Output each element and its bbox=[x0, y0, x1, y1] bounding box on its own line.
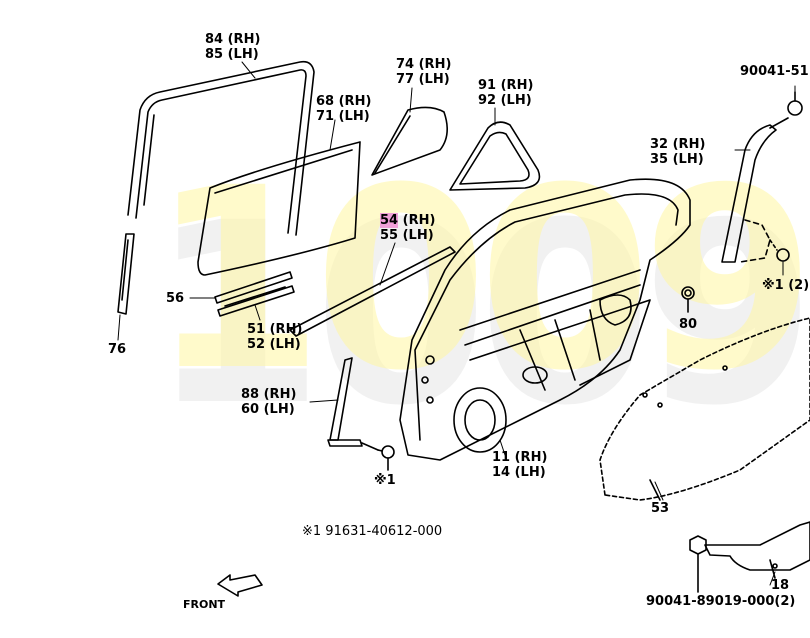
label-52: 52 (LH) bbox=[247, 337, 301, 352]
watermark: 1009 bbox=[150, 134, 810, 425]
belt-moulding bbox=[214, 271, 295, 317]
label-32: 32 (RH) bbox=[650, 137, 706, 152]
frame-moulding bbox=[721, 117, 789, 263]
footnote-1: ※1 91631-40612-000 bbox=[302, 524, 443, 539]
service-hole-cover bbox=[599, 317, 810, 501]
front-arrow-icon bbox=[217, 574, 263, 597]
label-91: 91 (RH) bbox=[478, 78, 534, 93]
label-54-number: 54 bbox=[380, 213, 399, 228]
leader-lines bbox=[117, 61, 796, 586]
label-11: 11 (RH) bbox=[492, 450, 548, 465]
label-51: 51 (RH) bbox=[247, 322, 303, 337]
label-53: 53 bbox=[651, 501, 670, 516]
label-14: 14 (LH) bbox=[492, 465, 546, 480]
label-77: 77 (LH) bbox=[396, 72, 450, 87]
watermark-shadow: 1009 bbox=[150, 169, 810, 460]
quarter-glass bbox=[371, 106, 448, 176]
label-18: 18 bbox=[771, 578, 790, 593]
label-80: 80 bbox=[679, 317, 698, 332]
rear-door-panel bbox=[399, 178, 691, 461]
label-54: 54 (RH) bbox=[380, 213, 435, 228]
label-35: 35 (LH) bbox=[650, 152, 704, 167]
label-56: 56 bbox=[166, 291, 185, 306]
label-90041-51: 90041-51 bbox=[740, 64, 809, 79]
label-88: 88 (RH) bbox=[241, 387, 297, 402]
label-60: 60 (LH) bbox=[241, 402, 295, 417]
screw-side bbox=[769, 239, 790, 262]
label-84: 84 (RH) bbox=[205, 32, 261, 47]
division-bar bbox=[117, 233, 135, 315]
label-front: FRONT bbox=[183, 598, 226, 611]
door-glass bbox=[197, 141, 361, 276]
screw-bottom bbox=[377, 445, 395, 471]
bracket bbox=[704, 521, 810, 579]
rear-door-sash bbox=[327, 357, 379, 451]
outer-weatherstrip bbox=[289, 246, 456, 337]
label-1: ※1 bbox=[374, 473, 396, 488]
label-54-side: (RH) bbox=[402, 213, 436, 228]
label-85: 85 (LH) bbox=[205, 47, 259, 62]
label-76: 76 bbox=[108, 342, 127, 357]
label-71: 71 (LH) bbox=[316, 109, 370, 124]
label-68: 68 (RH) bbox=[316, 94, 372, 109]
nut-90041-89019 bbox=[689, 535, 707, 593]
quarter-weatherstrip bbox=[449, 121, 541, 191]
label-1-2: ※1 (2) bbox=[762, 278, 810, 293]
clip-80 bbox=[681, 286, 695, 313]
label-74: 74 (RH) bbox=[396, 57, 452, 72]
label-92: 92 (LH) bbox=[478, 93, 532, 108]
window-run-channel bbox=[127, 60, 315, 236]
label-55: 55 (LH) bbox=[380, 228, 434, 243]
label-90041-89019: 90041-89019-000(2) bbox=[646, 594, 796, 609]
clip-90041-51 bbox=[787, 91, 803, 116]
